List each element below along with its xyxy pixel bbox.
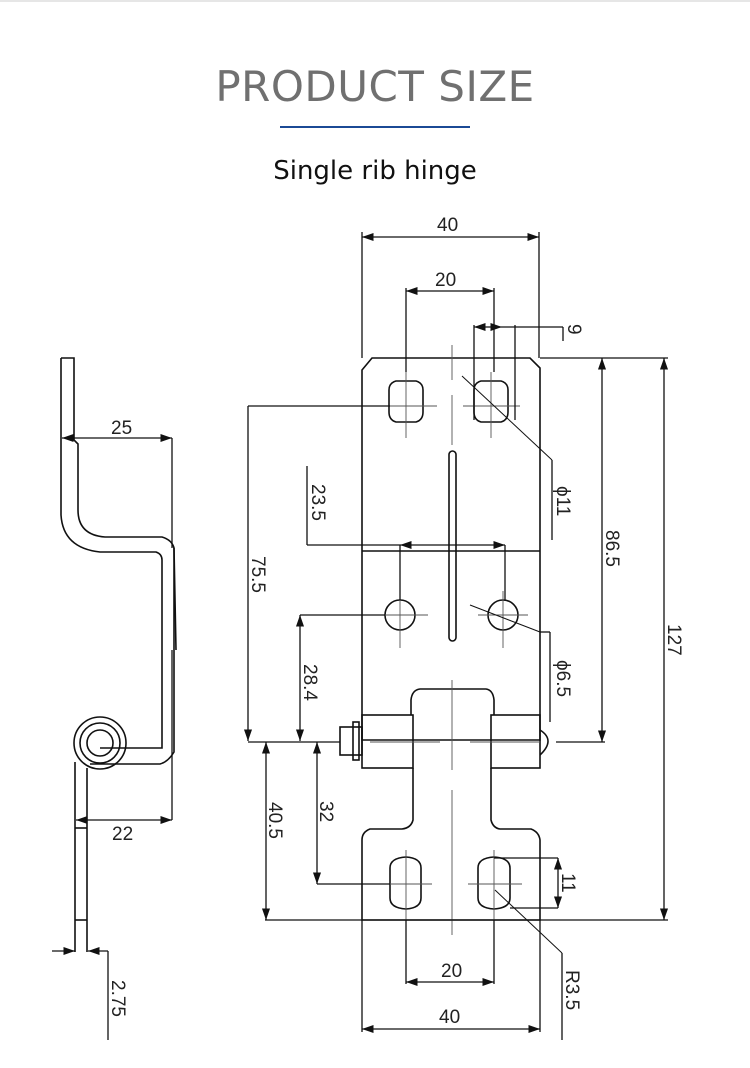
dim-label-22: 22: [112, 824, 133, 845]
upper-slot-right: [473, 380, 509, 423]
bolt-washer: [352, 721, 360, 761]
lower-slot-left: [389, 856, 422, 910]
dim-label-75-5: 75.5: [247, 556, 268, 593]
side-dimensions: [52, 433, 173, 1040]
dim-label-corner-radius: R3.5: [561, 970, 582, 1010]
dim-label-32: 32: [315, 801, 336, 822]
front-dimensions: [243, 232, 669, 1040]
dim-label-width-top: 40: [437, 215, 458, 236]
knuckle-top: [410, 688, 495, 715]
side-pin-outer: [73, 716, 127, 770]
lower-leaf-outline: [361, 768, 541, 921]
dim-label-40-5: 40.5: [264, 802, 285, 839]
dim-label-rib-offset: 23.5: [307, 484, 328, 521]
title-underline: [280, 126, 470, 128]
dim-label-hole-diameter: ϕ6.5: [552, 660, 573, 697]
side-profile-outer: [61, 357, 177, 651]
dim-label-86-5: 86.5: [601, 530, 622, 567]
dim-label-hole-spacing-bottom: 20: [441, 961, 462, 982]
side-pin-inner: [86, 729, 114, 757]
dim-label-hole-spacing-top: 20: [435, 270, 456, 291]
dim-label-275: 2.75: [107, 980, 128, 1017]
side-profile-inner: [60, 358, 163, 749]
top-divider: [0, 0, 750, 2]
upper-slot-left: [388, 380, 424, 423]
pin-end-cap: [539, 729, 549, 756]
rib-slot: [448, 450, 457, 642]
dim-label-28-4: 28.4: [299, 664, 320, 701]
dim-label-25: 25: [111, 418, 132, 439]
knuckle-right: [490, 714, 541, 769]
product-subtitle: Single rib hinge: [273, 156, 477, 186]
lower-slot-right: [477, 856, 511, 910]
dim-label-slot-diameter: ϕ11: [552, 486, 573, 516]
center-lines: [370, 345, 540, 935]
side-profile-bottom: [90, 548, 175, 765]
side-view: [60, 357, 177, 952]
dim-label-127: 127: [663, 624, 684, 656]
knuckle-left: [361, 714, 414, 769]
dim-label-slot-width: 9: [563, 324, 584, 335]
page-title: PRODUCT SIZE: [215, 62, 535, 111]
dim-label-11: 11: [557, 873, 578, 893]
bolt-head: [339, 726, 363, 756]
side-pin-mid: [79, 722, 121, 764]
dim-label-width-bottom: 40: [439, 1007, 460, 1028]
front-view: [339, 357, 549, 921]
